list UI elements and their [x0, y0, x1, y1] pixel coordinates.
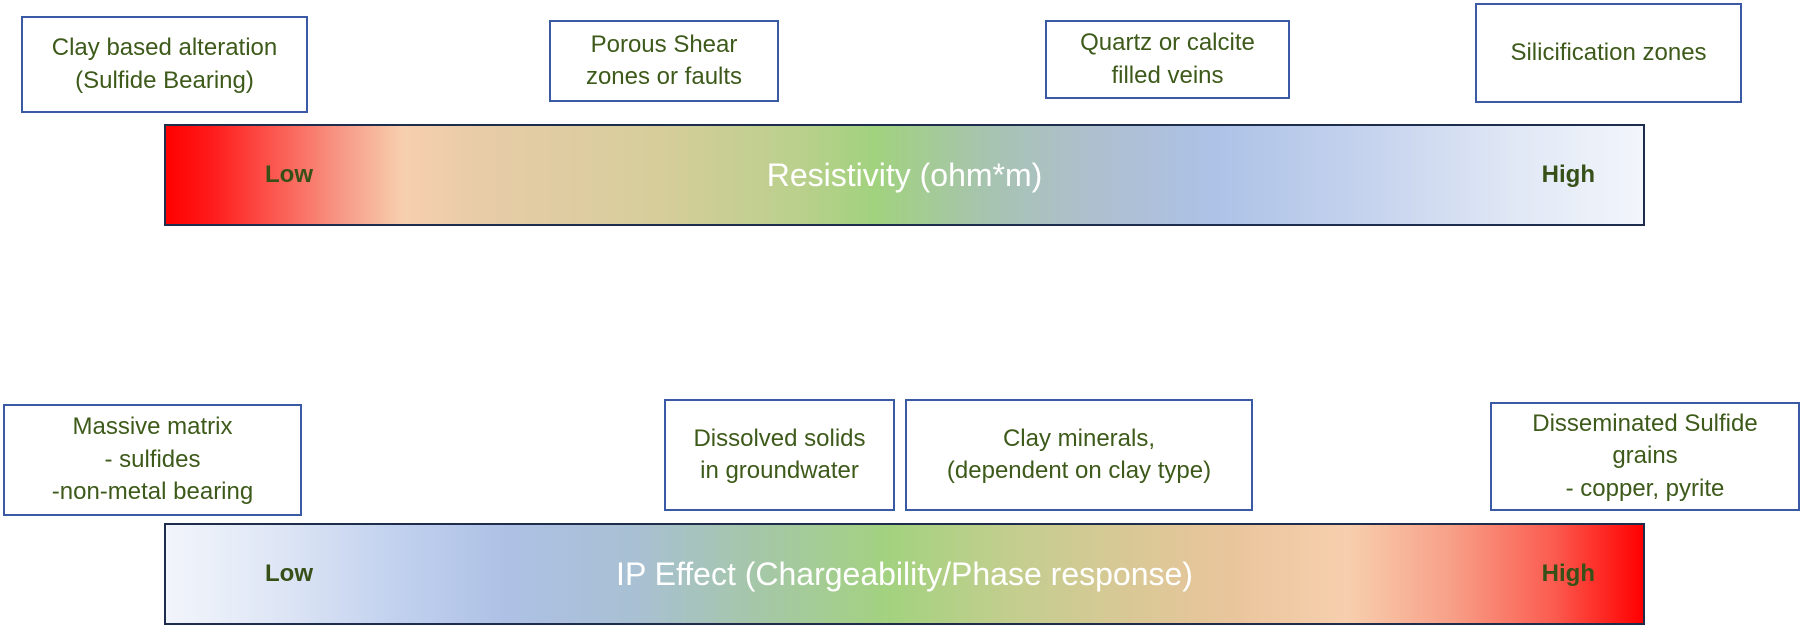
label-massive-matrix: Massive matrix - sulfides -non-metal bea… — [3, 404, 302, 516]
label-line: Quartz or calcite — [1080, 29, 1255, 57]
label-disseminated-sulfide: Disseminated Sulfide grains - copper, py… — [1490, 402, 1800, 511]
label-line: Porous Shear — [590, 30, 738, 58]
label-line: Massive matrix — [72, 413, 233, 441]
label-line: Disseminated Sulfide — [1532, 409, 1758, 437]
low-label: Low — [265, 161, 313, 188]
low-label: Low — [265, 560, 313, 587]
label-clay-alteration: Clay based alteration (Sulfide Bearing) — [21, 16, 308, 113]
label-line: filled veins — [1111, 61, 1224, 89]
ip-effect-title: IP Effect (Chargeability/Phase response) — [616, 555, 1193, 592]
label-line: in groundwater — [700, 457, 859, 484]
label-line: - copper, pyrite — [1565, 474, 1725, 502]
label-line: (Sulfide Bearing) — [75, 66, 254, 94]
resistivity-scale-bar: Low Resistivity (ohm*m) High — [164, 124, 1645, 226]
label-quartz-calcite: Quartz or calcite filled veins — [1045, 20, 1290, 99]
ip-effect-scale-bar: Low IP Effect (Chargeability/Phase respo… — [164, 523, 1645, 625]
label-dissolved-solids: Dissolved solids in groundwater — [664, 399, 895, 511]
label-line: (dependent on clay type) — [946, 457, 1212, 484]
label-line: zones or faults — [585, 63, 743, 90]
label-line: Dissolved solids — [693, 424, 866, 452]
label-line: Silicification zones — [1510, 38, 1707, 66]
label-porous-shear: Porous Shear zones or faults — [549, 20, 779, 102]
resistivity-title: Resistivity (ohm*m) — [766, 156, 1043, 193]
label-line: Clay based alteration — [51, 34, 278, 62]
label-line: Clay minerals, — [1002, 424, 1156, 452]
label-clay-minerals: Clay minerals, (dependent on clay type) — [905, 399, 1253, 511]
label-line: - sulfides — [104, 445, 201, 473]
label-line: -non-metal bearing — [51, 478, 254, 506]
label-silicification: Silicification zones — [1475, 3, 1742, 103]
high-label: High — [1541, 560, 1595, 587]
label-line: grains — [1612, 442, 1678, 470]
high-label: High — [1541, 161, 1595, 188]
